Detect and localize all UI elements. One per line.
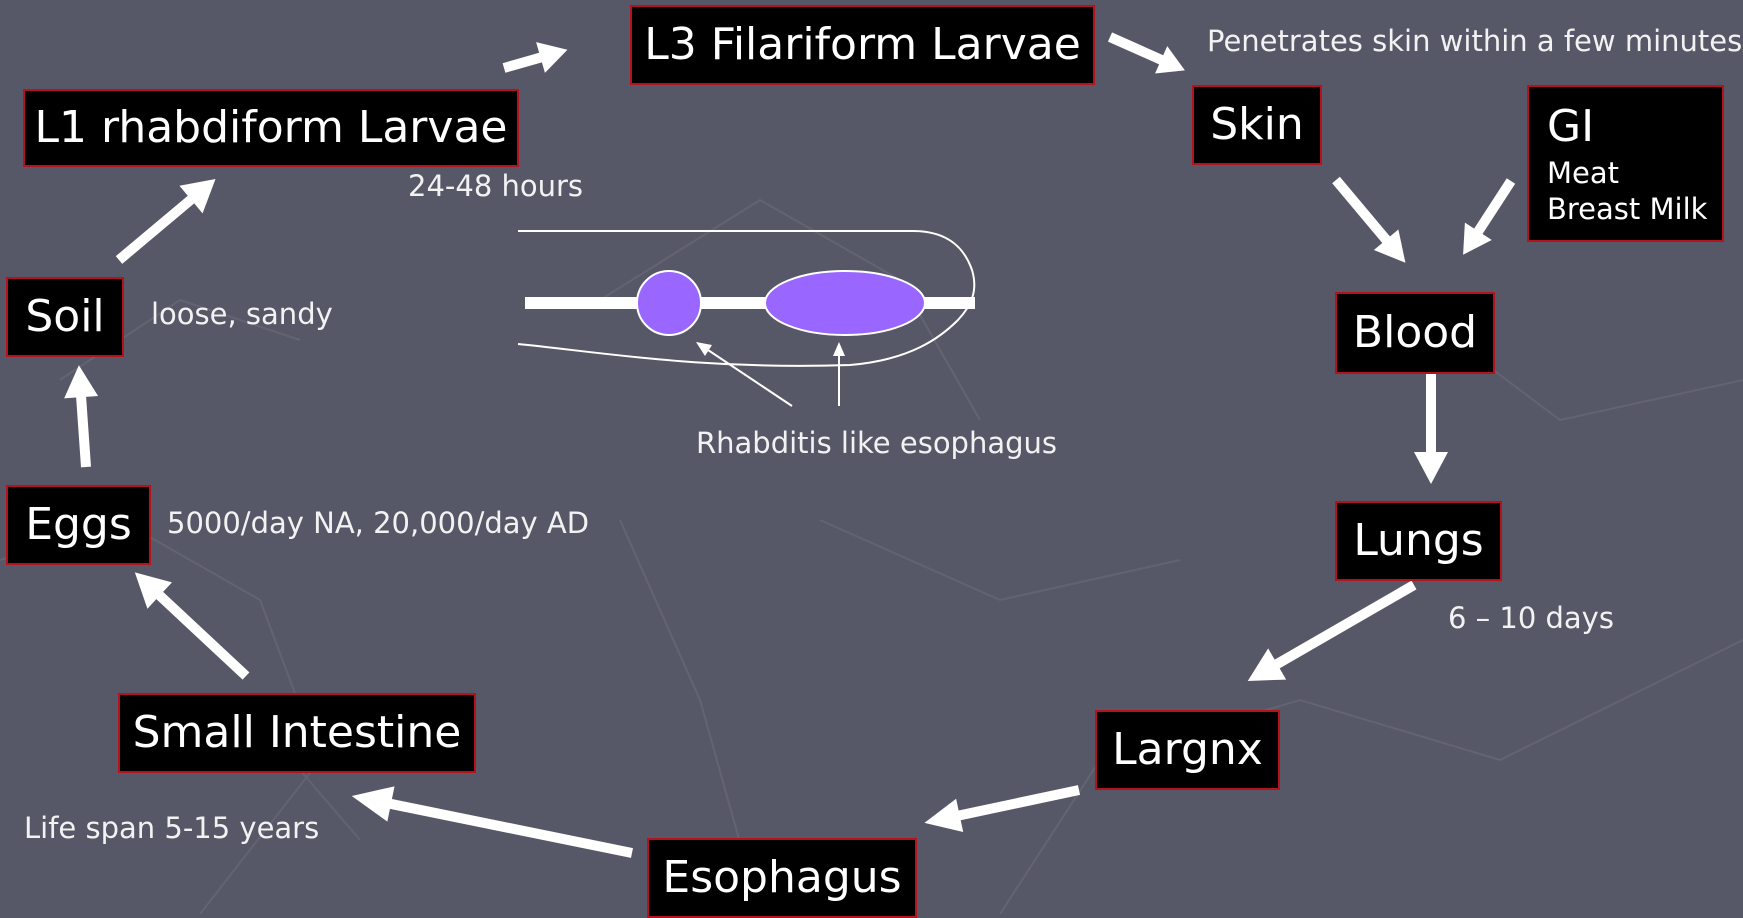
note-skin-penetration: Penetrates skin within a few minutes <box>1207 24 1742 58</box>
node-lungs: Lungs <box>1335 501 1502 581</box>
node-label: Esophagus <box>662 856 901 900</box>
node-label: L1 rhabdiform Larvae <box>35 106 508 150</box>
node-l1-rhabdiform-larvae: L1 rhabdiform Larvae <box>23 89 519 167</box>
arrow-small-intestine-to-eggs <box>123 559 259 689</box>
node-label: GI <box>1547 105 1722 149</box>
pointer-head-2 <box>833 342 845 356</box>
arrow-skin-to-blood <box>1324 170 1418 273</box>
gi-item-meat: Meat <box>1547 155 1722 191</box>
arrow-soil-to-l1 <box>107 165 227 274</box>
node-skin: Skin <box>1192 85 1322 165</box>
node-label: L3 Filariform Larvae <box>644 23 1081 67</box>
arrow-esophagus-to-small-intestine <box>348 778 635 870</box>
note-eggs-rate: 5000/day NA, 20,000/day AD <box>167 506 589 540</box>
pointer-head-1 <box>696 342 712 356</box>
node-label: Small Intestine <box>133 711 462 755</box>
node-small-intestine: Small Intestine <box>118 693 476 773</box>
arrow-lungs-to-largnx <box>1239 569 1423 696</box>
node-gi: GI Meat Breast Milk <box>1527 85 1724 242</box>
arrow-eggs-to-soil <box>62 364 103 468</box>
arrow-blood-to-lungs <box>1414 374 1448 484</box>
esophagus-bulb-small <box>637 271 701 335</box>
node-soil: Soil <box>6 277 124 357</box>
node-label: Eggs <box>25 503 132 547</box>
arrow-largnx-to-esophagus <box>921 773 1083 839</box>
arrow-l3-to-skin <box>1104 23 1191 84</box>
larva-illustration <box>518 231 975 406</box>
arrow-l1-to-l3 <box>500 34 572 83</box>
gi-item-breast-milk: Breast Milk <box>1547 191 1722 227</box>
node-label: Lungs <box>1353 519 1483 563</box>
node-label: Skin <box>1210 103 1304 147</box>
arrow-gi-to-blood <box>1450 172 1525 263</box>
esophagus-bulb-large <box>765 271 925 335</box>
node-eggs: Eggs <box>6 485 151 565</box>
label-rhabditis-esophagus: Rhabditis like esophagus <box>696 426 1057 460</box>
pointer-line-1 <box>702 346 792 406</box>
node-l3-filariform-larvae: L3 Filariform Larvae <box>630 5 1095 85</box>
node-label: Soil <box>25 295 104 339</box>
note-l1-time: 24-48 hours <box>408 169 583 203</box>
node-label: Largnx <box>1112 728 1263 772</box>
node-label: Blood <box>1353 311 1477 355</box>
note-lungs-time: 6 – 10 days <box>1448 601 1614 635</box>
note-soil-type: loose, sandy <box>151 297 333 331</box>
node-esophagus: Esophagus <box>647 838 917 918</box>
node-largnx: Largnx <box>1095 710 1280 790</box>
note-life-span: Life span 5-15 years <box>24 811 319 845</box>
node-blood: Blood <box>1335 292 1495 374</box>
